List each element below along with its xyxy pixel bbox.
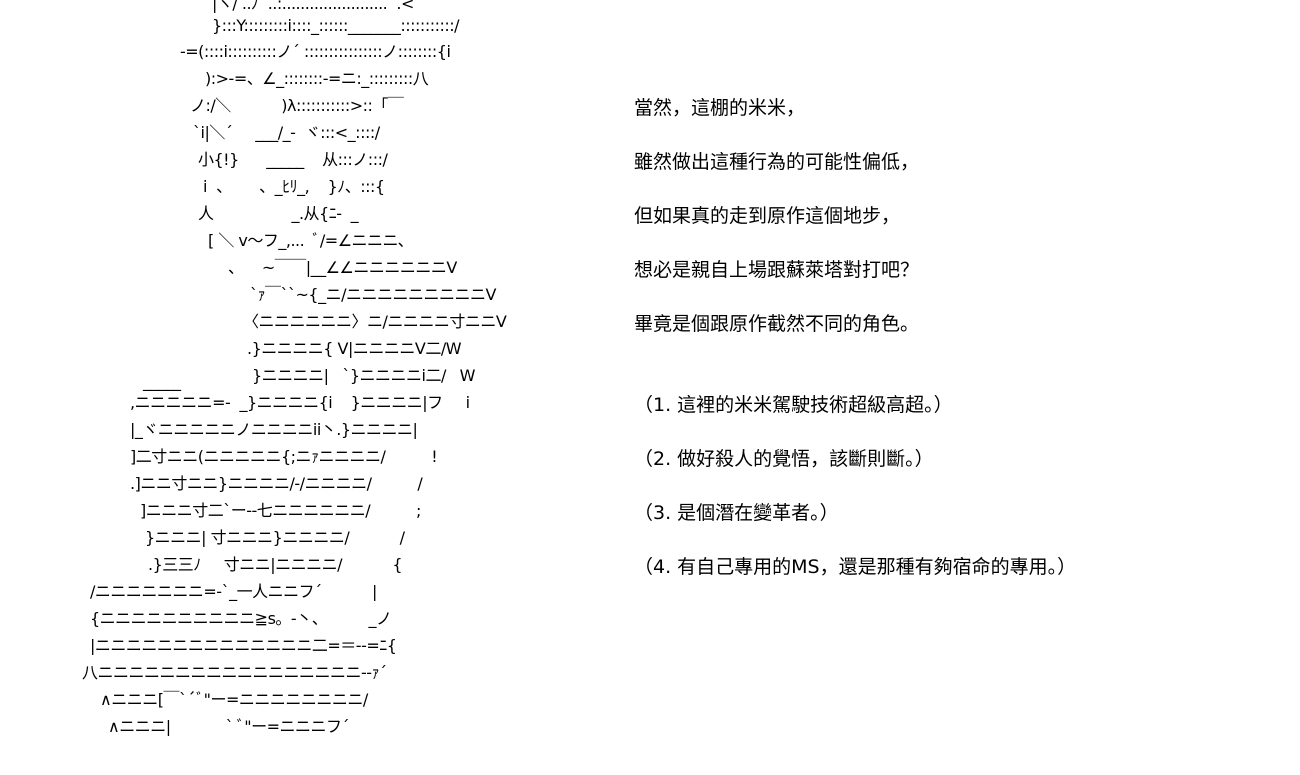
art-line: [ ＼ v～フ_,... ﾞ/=∠ニニニ､ [208,231,406,250]
art-line: -=(::::i::::::::::ノ´ ::::::::::::::::ノ::… [180,42,451,61]
art-line: 小{!} _____ 从:::ノ:::/ [198,150,388,169]
paragraph-line: 雖然做出這種行為的可能性偏低， [634,151,920,173]
art-line: `ｧ￣``~{_ニ/ニニニニニニニニニV [250,285,496,304]
art-line: }ニニニニ| `}ニニニニi二/ W [252,366,475,385]
art-line: 〈ニニニニニニ〉ニ/ニニニニ寸ニニV [243,312,507,331]
paragraph-line: 當然，這棚的米米， [634,97,806,119]
art-line: ノ:/＼ )λ:::::::::::>::「￣ [190,96,404,115]
art-line: |ヽ/ ..ﾉ ..:....................... .<￣￣ [212,0,445,13]
art-line: |_ヾニニニニニノニニニニii丶.}ニニニニ| [130,420,418,439]
art-line: .}ニニニニ{ V|ニニニニV二/W [247,339,462,358]
note-line: （1. 這裡的米米駕駛技術超級高超。） [634,394,953,416]
art-line: .]ニニ寸ニニ}ニニニニ/-/ニニニニ/ / [130,474,423,493]
art-line: }:::Y:::::::::i::::_::::::_______:::::::… [212,16,460,35]
art-line: i 、 、_ﾋﾘ_, }ﾉ、:::{ [203,177,385,196]
paragraph-line: 但如果真的走到原作這個地步， [634,205,901,227]
art-line: _____ [143,372,181,391]
art-line: |ニニニニニニニニニニニニニニ二=＝-‐=ﾆ{ [90,636,397,655]
art-line: `i|＼´ ___/_- ヾ:::<_::::/ [193,123,380,142]
narration-text: 當然，這棚的米米， 雖然做出這種行為的可能性偏低， 但如果真的走到原作這個地步，… [634,0,1274,775]
art-line: ):>-=、∠_::::::::-=ニ:_:::::::::八 [205,69,429,88]
paragraph-line: 畢竟是個跟原作截然不同的角色。 [634,313,920,335]
art-line: 人 _.从{ﾆ- _ [198,204,359,223]
art-line: {ニニニニニニニニニニ≧s。-丶、 _ノ [90,609,392,628]
paragraph-line: 想必是親自上場跟蘇萊塔對打吧？ [634,259,920,281]
note-line: （4. 有自己專用的MS，還是那種有夠宿命的專用。） [634,556,1077,578]
note-line: （3. 是個潛在變革者。） [634,502,839,524]
art-line: /ニニニニニニニ=-`_一人ニニフ´ | [90,582,377,601]
art-line: 、 ~￣￣|__∠∠ニニニニニニV [228,258,457,277]
art-line: ]ニニニ寸二`ー--七ニニニニニニ/ ; [140,501,421,520]
ascii-art-mecha-figure: |ヽ/ ..ﾉ ..:....................... .<￣￣ … [0,0,600,775]
art-line: ∧ニニニ| ` ﾞ"ー=ニニニフ´ [108,717,349,736]
art-line: ∧ニニニ[￣`´ﾞ"ー=ニニニニニニニニ/ [100,690,368,709]
art-line: ,ニニニニニ=- _}ニニニニ{i }ニニニニ|フ i [130,393,470,412]
art-line: 八ニニニニニニニニニニニニニニニニニ--ｧ´ [82,663,387,682]
art-line: ]二寸ニニ(ニニニニニ{;ニｧニニニニ/ ! [130,447,438,466]
art-line: .}三三ﾉ 寸ニニ|ニニニニ/ { [148,555,403,574]
art-line: }ニニニ| 寸ニニニ}ニニニニ/ / [145,528,405,547]
note-line: （2. 做好殺人的覺悟，該斷則斷。） [634,448,934,470]
